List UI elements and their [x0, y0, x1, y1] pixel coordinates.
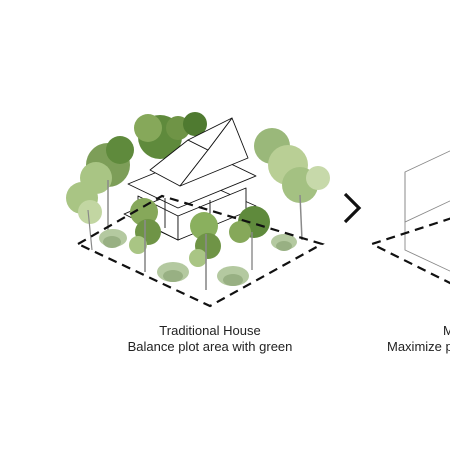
shrub	[99, 229, 127, 248]
caption-maximized-building: M Maximize p	[382, 323, 450, 355]
shrub	[157, 262, 189, 282]
maximized-building-illustration	[372, 150, 450, 284]
shrub	[271, 234, 297, 251]
tree	[189, 212, 221, 290]
traditional-house-illustration	[66, 112, 330, 306]
panel-title: Traditional House	[100, 323, 320, 339]
panel-subtitle: Balance plot area with green	[100, 339, 320, 355]
panel-subtitle: Maximize p	[387, 339, 450, 355]
shrub	[217, 266, 249, 286]
tree	[129, 198, 161, 272]
panel-title: M	[382, 323, 450, 339]
chevron-right-icon	[345, 194, 359, 222]
caption-traditional-house: Traditional House Balance plot area with…	[100, 323, 320, 355]
plot-boundary-right	[372, 218, 450, 284]
building-top	[405, 150, 450, 222]
